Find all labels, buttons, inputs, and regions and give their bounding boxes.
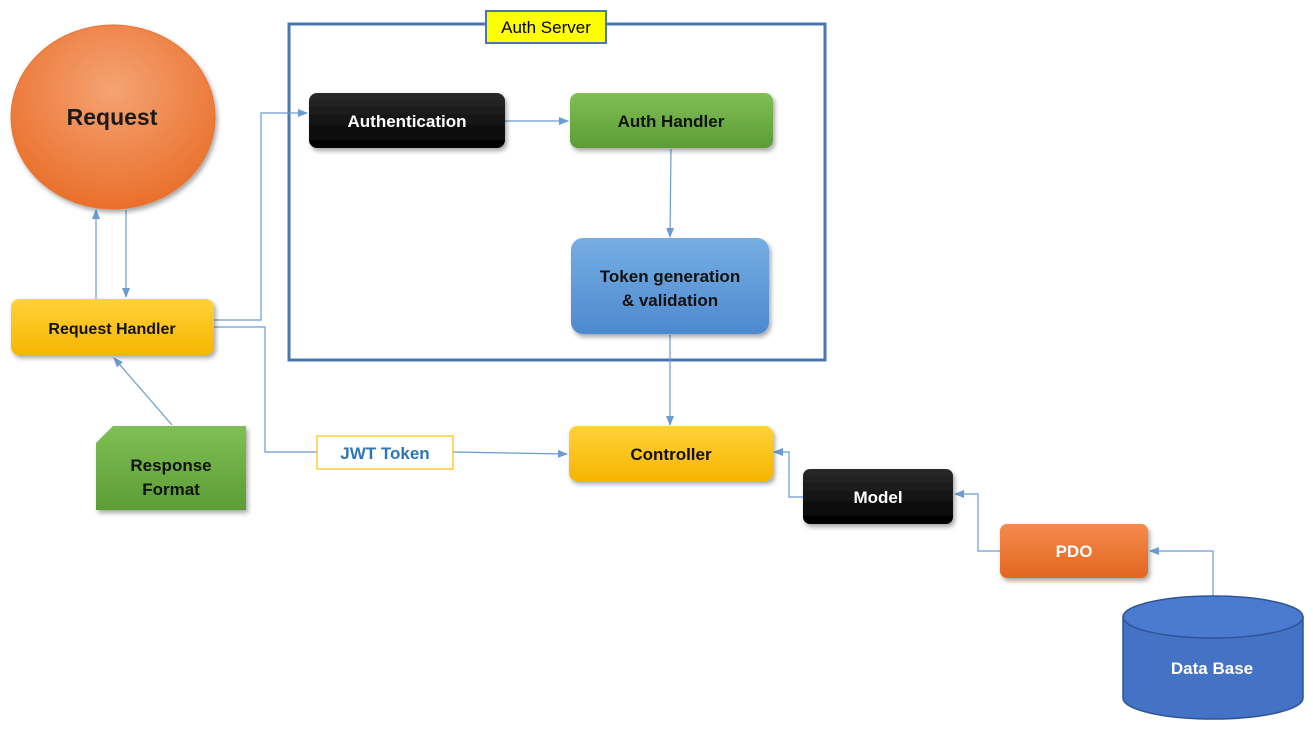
database-node [1122, 595, 1304, 720]
pdo-node [1000, 524, 1148, 578]
response-format-label-line2: Format [142, 480, 200, 499]
request-label: Request [67, 104, 158, 130]
token-node [571, 238, 769, 334]
controller-label: Controller [630, 445, 712, 464]
jwt-token-box [316, 435, 454, 470]
model-node [803, 469, 953, 524]
connector-handler-to-jwt [214, 326, 317, 453]
pdo-label: PDO [1056, 542, 1093, 561]
model-label: Model [853, 488, 902, 507]
connector-auth-handler-to-token [666, 148, 675, 238]
auth-server-label: Auth Server [501, 18, 591, 37]
database-label: Data Base [1171, 659, 1253, 678]
connector-handler-to-authentication [214, 109, 308, 321]
request-node [10, 24, 216, 210]
request-handler-label: Request Handler [48, 321, 175, 338]
controller-node [569, 426, 773, 481]
response-format-label-line1: Response [130, 456, 211, 475]
authentication-label: Authentication [348, 112, 467, 131]
connector-jwt-to-controller [452, 449, 568, 458]
authentication-node [309, 93, 505, 148]
connector-pdo-to-model [954, 490, 1000, 552]
token-label-line2: & validation [622, 291, 718, 310]
jwt-token-label: JWT Token [340, 444, 429, 463]
connector-response-to-handler [113, 357, 173, 426]
auth-server-label-box [485, 10, 607, 44]
connector-database-to-pdo [1149, 547, 1214, 597]
response-format-node [96, 426, 246, 510]
auth-handler-node [570, 93, 773, 148]
request-handler-node [11, 299, 214, 355]
token-label-line1: Token generation [600, 267, 740, 286]
connector-model-to-controller [773, 448, 803, 498]
auth-handler-label: Auth Handler [618, 112, 725, 131]
